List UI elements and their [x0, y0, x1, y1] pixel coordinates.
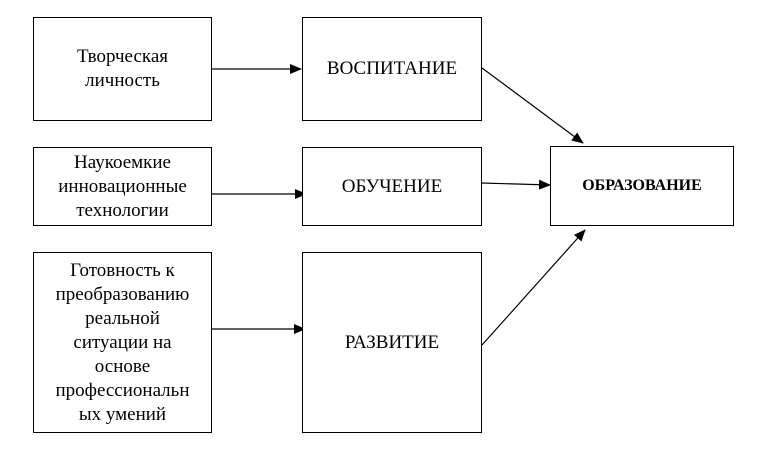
arrow-development-to-education	[481, 229, 586, 346]
text-line: ых умений	[78, 403, 167, 425]
process-label-learning: ОБУЧЕНИЕ	[341, 175, 443, 197]
process-box-learning: ОБУЧЕНИЕ	[302, 147, 482, 226]
text-line: Готовность к	[70, 259, 175, 281]
text-line: ситуации на	[73, 331, 172, 353]
text-line: основе	[94, 355, 151, 377]
process-box-upbringing: ВОСПИТАНИЕ	[302, 17, 482, 121]
process-box-development: РАЗВИТИЕ	[302, 252, 482, 433]
text-line: Наукоемкие	[74, 151, 171, 173]
text-line: Творческая	[76, 46, 169, 67]
text-line: реальной	[85, 307, 160, 329]
arrow-upbringing-to-education	[481, 67, 584, 144]
text-line: технологии	[76, 199, 169, 221]
text-line: инновационные	[58, 175, 187, 197]
process-label-development: РАЗВИТИЕ	[344, 331, 440, 353]
text-line: преобразованию	[55, 283, 190, 305]
text-line: личность	[85, 70, 160, 91]
source-box-creative-personality: Творческая личность	[33, 17, 212, 121]
source-label-creative-personality: Творческая личность	[77, 45, 168, 93]
result-box-education: ОБРАЗОВАНИЕ	[550, 146, 734, 226]
arrow-learning-to-education	[481, 179, 551, 190]
result-label-education: ОБРАЗОВАНИЕ	[582, 177, 702, 194]
text-line: профессиональн	[55, 379, 190, 401]
process-label-upbringing: ВОСПИТАНИЕ	[326, 58, 458, 79]
